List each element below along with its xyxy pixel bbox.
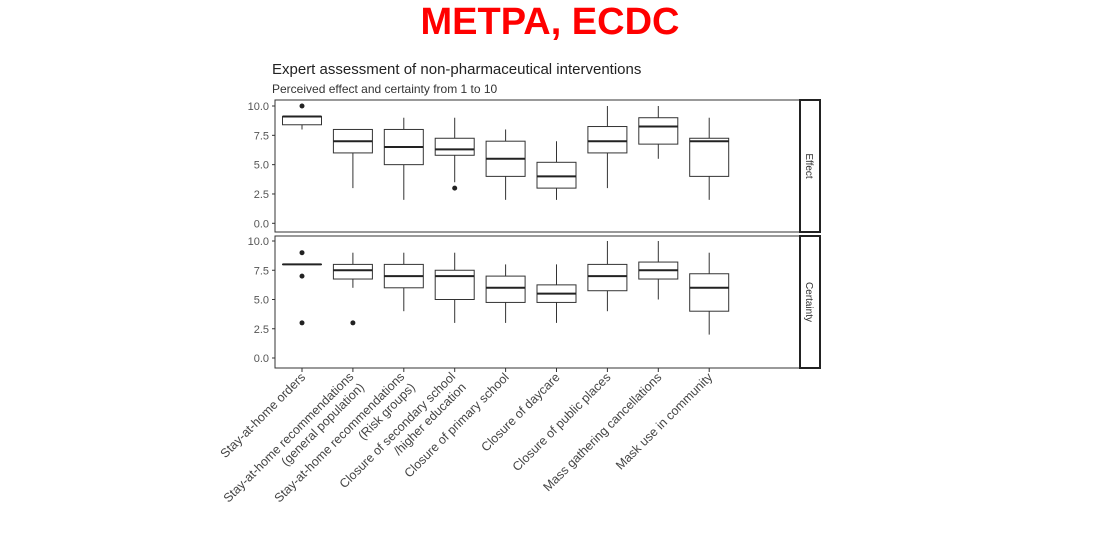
outlier-point [452, 185, 458, 191]
y-tick-label: 2.5 [254, 189, 269, 201]
box [689, 137, 730, 177]
strip-certainty [799, 235, 821, 369]
box [332, 263, 373, 280]
x-tick-label: Closure of public places [510, 370, 614, 474]
box [638, 117, 679, 145]
box [536, 161, 577, 189]
outlier-point [350, 320, 356, 326]
outlier-point [299, 250, 305, 256]
box [689, 273, 730, 312]
y-tick-label: 0.0 [254, 353, 269, 365]
y-tick-label: 7.5 [254, 130, 269, 142]
box [282, 116, 322, 126]
strip-label: Effect [803, 153, 814, 179]
x-tick-label: Mask use in community [613, 370, 716, 473]
y-tick-label: 5.0 [254, 295, 269, 307]
outlier-point [299, 103, 305, 109]
y-tick-label: 10.0 [248, 101, 269, 113]
strip-label: Certainty [803, 282, 814, 322]
y-tick-label: 5.0 [254, 160, 269, 172]
chart-subtitle: Perceived effect and certainty from 1 to… [272, 82, 498, 96]
y-tick-label: 0.0 [254, 218, 269, 230]
chart-title: Expert assessment of non-pharmaceutical … [272, 61, 641, 78]
box [587, 263, 628, 292]
box [485, 275, 526, 303]
y-tick-label: 10.0 [248, 236, 269, 248]
box [434, 137, 475, 156]
box [587, 126, 628, 154]
strip-effect [799, 99, 821, 233]
y-tick-label: 7.5 [254, 265, 269, 277]
outlier-point [299, 320, 305, 326]
box [434, 269, 475, 300]
y-tick-label: 2.5 [254, 324, 269, 336]
outlier-point [299, 273, 305, 279]
slide-title: METPA, ECDC [420, 1, 680, 43]
